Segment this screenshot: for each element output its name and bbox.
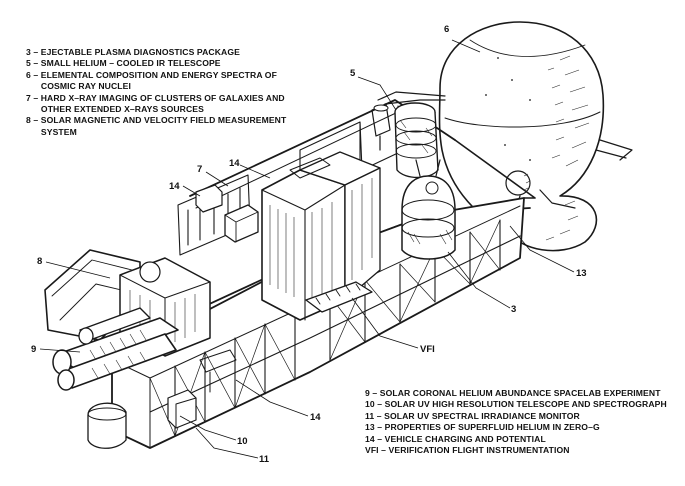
callout-11: 11	[259, 454, 270, 465]
callout-6: 6	[444, 24, 449, 35]
callout-13: 13	[576, 268, 587, 279]
legend-item: 7 – HARD X–RAY IMAGING OF CLUSTERS OF GA…	[26, 92, 285, 103]
legend-item: SYSTEM	[26, 126, 77, 137]
legend-item: 14 – VEHICLE CHARGING AND POTENTIAL	[365, 433, 546, 444]
callout-vfi: VFI	[420, 344, 435, 355]
legend-item: 6 – ELEMENTAL COMPOSITION AND ENERGY SPE…	[26, 69, 277, 80]
callout-7: 7	[197, 164, 202, 175]
legend-item: 9 – SOLAR CORONAL HELIUM ABUNDANCE SPACE…	[365, 388, 661, 398]
legend-item: 10 – SOLAR UV HIGH RESOLUTION TELESCOPE …	[365, 399, 667, 410]
plasma-diagnostics-package	[401, 159, 456, 260]
callout-leaders	[39, 39, 575, 459]
legend-item: 3 – EJECTABLE PLASMA DIAGNOSTICS PACKAGE	[26, 47, 240, 57]
ir-telescope	[371, 102, 439, 179]
callout-14-left: 14	[169, 181, 180, 192]
callout-14-top: 14	[229, 158, 240, 169]
callout-10: 10	[237, 436, 248, 447]
pallet-structure	[44, 99, 536, 449]
callout-labels: 6 5 14 7 14 8 13 3 9 VFI 14 10 11	[31, 24, 587, 465]
legend-item: COSMIC RAY NUCLEI	[26, 81, 131, 92]
legend-item: 13 – PROPERTIES OF SUPERFLUID HELIUM IN …	[365, 422, 600, 433]
callout-14-bottom: 14	[310, 412, 321, 423]
legend-item: 5 – SMALL HELIUM – COOLED IR TELESCOPE	[26, 58, 221, 69]
callout-8: 8	[37, 256, 42, 267]
vehicle-charging-instrument	[261, 151, 381, 321]
legend-item: 11 – SOLAR UV SPECTRAL IRRADIANCE MONITO…	[365, 410, 580, 421]
legend-bottom: 9 – SOLAR CORONAL HELIUM ABUNDANCE SPACE…	[365, 388, 667, 456]
callout-9: 9	[31, 344, 36, 355]
callout-5: 5	[350, 68, 356, 79]
legend-top: 3 – EJECTABLE PLASMA DIAGNOSTICS PACKAGE…	[26, 47, 286, 138]
callout-3: 3	[511, 304, 516, 315]
cosmic-ray-sphere	[377, 21, 633, 252]
legend-item: 8 – SOLAR MAGNETIC AND VELOCITY FIELD ME…	[26, 115, 287, 126]
legend-item: OTHER EXTENDED X–RAYS SOURCES	[26, 104, 204, 115]
solar-telescope-cluster	[52, 307, 237, 449]
legend-item: VFI – VERIFICATION FLIGHT INSTRUMENTATIO…	[365, 445, 570, 456]
x-ray-imaging-unit	[195, 184, 259, 243]
